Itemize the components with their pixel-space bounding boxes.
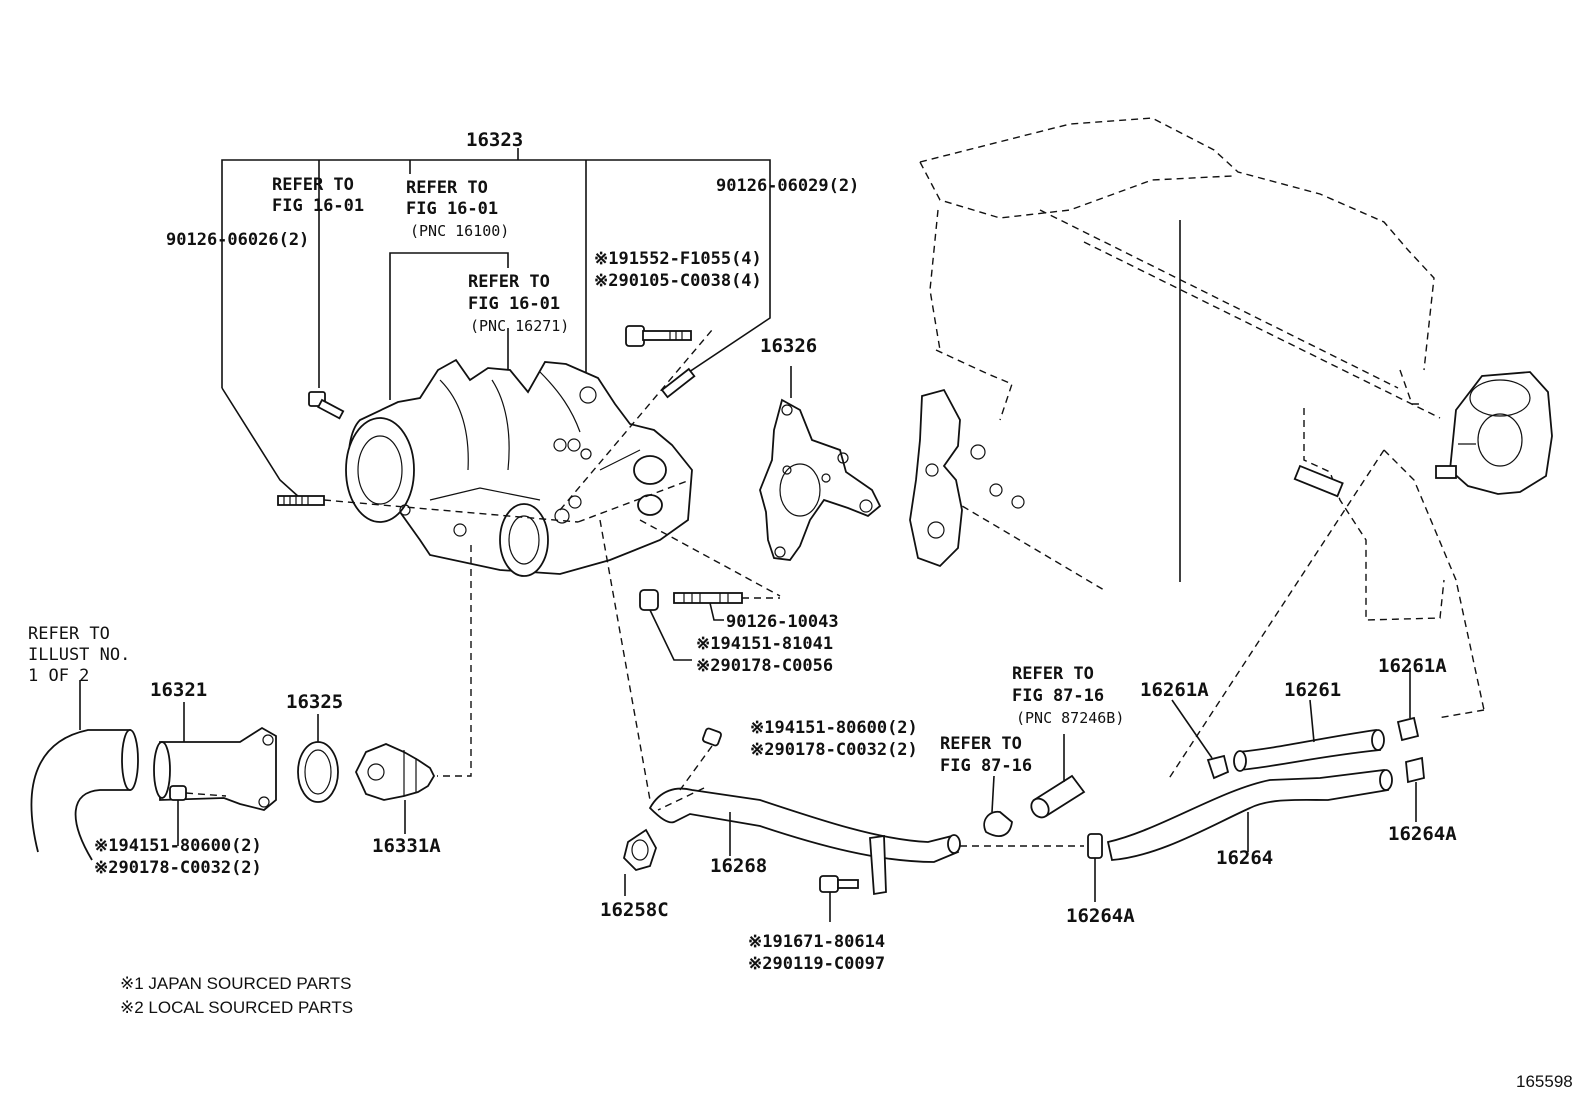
thermostat-icon: [355, 743, 436, 834]
part-number-label[interactable]: ※290178-C0032(2): [750, 740, 918, 760]
part-number-label[interactable]: ※194151-80600(2): [750, 718, 918, 738]
hose-clamp-icon: [1087, 833, 1103, 902]
water-inlet-icon: [153, 702, 277, 846]
nut-icon: [679, 727, 722, 791]
radiator-hose-icon: [30, 680, 139, 861]
reference-label: 1 OF 2: [28, 666, 90, 686]
part-number-label[interactable]: ※194151-80600(2): [94, 836, 262, 856]
o-ring-gasket-icon: [297, 714, 339, 803]
reference-label: REFER TO: [1012, 664, 1094, 684]
part-number-label[interactable]: ※290119-C0097: [748, 954, 886, 974]
reference-label: REFER TO: [272, 175, 354, 195]
part-number-label[interactable]: ※290178-C0056: [696, 656, 834, 676]
figure-id: 165598: [1516, 1072, 1573, 1091]
reference-label: REFER TO: [468, 272, 550, 292]
hose-16264-icon: [1106, 769, 1393, 861]
part-number-label[interactable]: ※194151-81041: [696, 634, 834, 654]
part-number-label[interactable]: 16264A: [1388, 823, 1457, 845]
reference-label: FIG 87-16: [1012, 686, 1105, 706]
stud-nut-icon: [639, 589, 780, 661]
hose-clamp-icon: [983, 734, 1086, 837]
part-number-label[interactable]: 16264: [1216, 847, 1274, 869]
part-number-label[interactable]: 16264A: [1066, 905, 1135, 927]
part-number-label[interactable]: 90126-06029(2): [716, 176, 860, 196]
bolt-icon: [277, 391, 345, 506]
part-number-label[interactable]: 90126-10043: [726, 612, 839, 632]
part-number-label[interactable]: 90126-06026(2): [166, 230, 310, 250]
part-number-label[interactable]: 16258C: [600, 899, 669, 921]
reference-label: REFER TO: [406, 178, 488, 198]
part-number-label[interactable]: 16268: [710, 855, 768, 877]
reference-label: (PNC 16100): [410, 222, 510, 240]
footnote: ※1 JAPAN SOURCED PARTS: [120, 974, 352, 993]
part-number-label[interactable]: 16261A: [1140, 679, 1209, 701]
bolt-icon: [625, 325, 692, 347]
water-pump-housing-icon: [345, 358, 693, 577]
part-number-label[interactable]: 16323: [466, 129, 524, 151]
hose-clamp-icon: [1171, 668, 1425, 822]
gasket-icon: [759, 366, 882, 561]
part-number-label[interactable]: 16321: [150, 679, 208, 701]
bolt-icon: [819, 875, 859, 922]
reference-label: REFER TO: [28, 624, 110, 644]
leader-lines-pump: [323, 329, 781, 801]
part-number-label[interactable]: 16331A: [372, 835, 441, 857]
stud-bolt-icon: [660, 367, 696, 399]
engine-block-outline: [909, 117, 1445, 621]
reference-label: (PNC 16271): [470, 317, 570, 335]
part-number-label[interactable]: 16261A: [1378, 655, 1447, 677]
part-number-label[interactable]: 16261: [1284, 679, 1342, 701]
part-number-label[interactable]: ※191552-F1055(4): [594, 249, 762, 269]
reference-label: (PNC 87246B): [1016, 709, 1125, 727]
reference-label: FIG 16-01: [406, 199, 499, 219]
part-number-label[interactable]: ※290105-C0038(4): [594, 271, 762, 291]
reference-label: FIG 16-01: [272, 196, 365, 216]
water-bypass-pipe-icon: [648, 787, 1084, 896]
bracket-16323-lines: [221, 148, 771, 499]
flange-gasket-icon: [623, 828, 657, 896]
part-number-label[interactable]: ※191671-80614: [748, 932, 886, 952]
part-number-label[interactable]: 16326: [760, 335, 818, 357]
part-number-label[interactable]: 16325: [286, 691, 344, 713]
reference-label: FIG 16-01: [468, 294, 561, 314]
part-number-label[interactable]: ※290178-C0032(2): [94, 858, 262, 878]
reference-label: REFER TO: [940, 734, 1022, 754]
hose-16261-icon: [1233, 699, 1385, 772]
reference-label: FIG 87-16: [940, 756, 1033, 776]
footnote: ※2 LOCAL SOURCED PARTS: [120, 998, 354, 1017]
reference-label: ILLUST NO.: [28, 645, 131, 665]
throttle-body-icon: [1167, 371, 1553, 781]
